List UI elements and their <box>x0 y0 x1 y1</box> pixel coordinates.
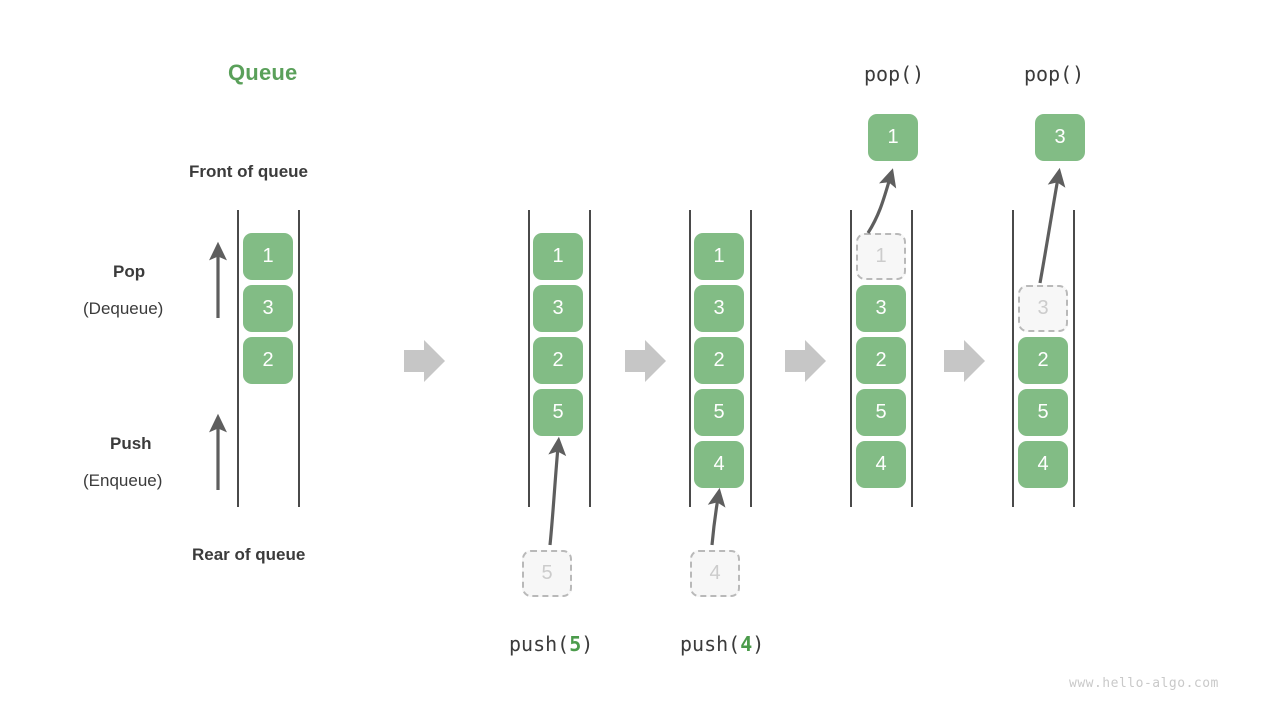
queue-box: 5 <box>1018 389 1068 436</box>
stage-transition-arrow-2 <box>625 340 666 382</box>
front-of-queue-label: Front of queue <box>189 162 308 181</box>
queue-box: 4 <box>1018 441 1068 488</box>
rail-left <box>689 210 691 507</box>
rail-right <box>589 210 591 507</box>
push4-suffix: ) <box>752 632 765 656</box>
push4-prefix: push( <box>680 632 741 656</box>
rail-left <box>1012 210 1014 507</box>
popped-out-box: 3 <box>1035 114 1085 161</box>
push5-prefix: push( <box>509 632 570 656</box>
pop-caption-1: pop() <box>864 62 925 86</box>
queue-box: 5 <box>533 389 583 436</box>
popped-out-box: 1 <box>868 114 918 161</box>
enqueue-label: (Enqueue) <box>83 471 163 490</box>
incoming-ghost-box: 5 <box>522 550 572 597</box>
queue-box: 5 <box>694 389 744 436</box>
push-label: Push <box>110 434 152 453</box>
queue-box: 2 <box>533 337 583 384</box>
stage-transition-arrow-4 <box>944 340 985 382</box>
rail-right <box>298 210 300 507</box>
queue-box: 3 <box>243 285 293 332</box>
popped-slot-ghost-box: 3 <box>1018 285 1068 332</box>
stage-transition-arrow-3 <box>785 340 826 382</box>
watermark: www.hello-algo.com <box>1069 676 1219 691</box>
push5-caption: push(5) <box>509 632 593 656</box>
dequeue-label: (Dequeue) <box>83 299 164 318</box>
queue-box: 1 <box>533 233 583 280</box>
rail-left <box>237 210 239 507</box>
push-4-arrow <box>707 487 726 546</box>
rear-of-queue-label: Rear of queue <box>192 545 306 564</box>
incoming-ghost-box: 4 <box>690 550 740 597</box>
rail-left <box>850 210 852 507</box>
queue-box: 3 <box>856 285 906 332</box>
pop-label: Pop <box>113 262 146 281</box>
queue-box: 1 <box>243 233 293 280</box>
queue-box: 1 <box>694 233 744 280</box>
page-title: Queue <box>228 60 298 85</box>
stage-transition-arrow-1 <box>404 340 445 382</box>
queue-box: 4 <box>694 441 744 488</box>
popped-slot-ghost-box: 1 <box>856 233 906 280</box>
pop-1-arrow <box>866 168 897 234</box>
pop-3-arrow <box>1038 167 1066 284</box>
pop-caption-2: pop() <box>1024 62 1085 86</box>
queue-box: 5 <box>856 389 906 436</box>
rail-left <box>528 210 530 507</box>
queue-box: 4 <box>856 441 906 488</box>
queue-box: 2 <box>694 337 744 384</box>
queue-box: 3 <box>533 285 583 332</box>
queue-box: 2 <box>1018 337 1068 384</box>
rail-right <box>750 210 752 507</box>
queue-box: 3 <box>694 285 744 332</box>
push4-caption: push(4) <box>680 632 764 656</box>
queue-box: 2 <box>856 337 906 384</box>
rail-right <box>911 210 913 507</box>
push4-arg: 4 <box>740 632 753 656</box>
push5-suffix: ) <box>581 632 594 656</box>
push5-arg: 5 <box>569 632 582 656</box>
rail-right <box>1073 210 1075 507</box>
queue-box: 2 <box>243 337 293 384</box>
push-5-arrow <box>548 436 567 546</box>
